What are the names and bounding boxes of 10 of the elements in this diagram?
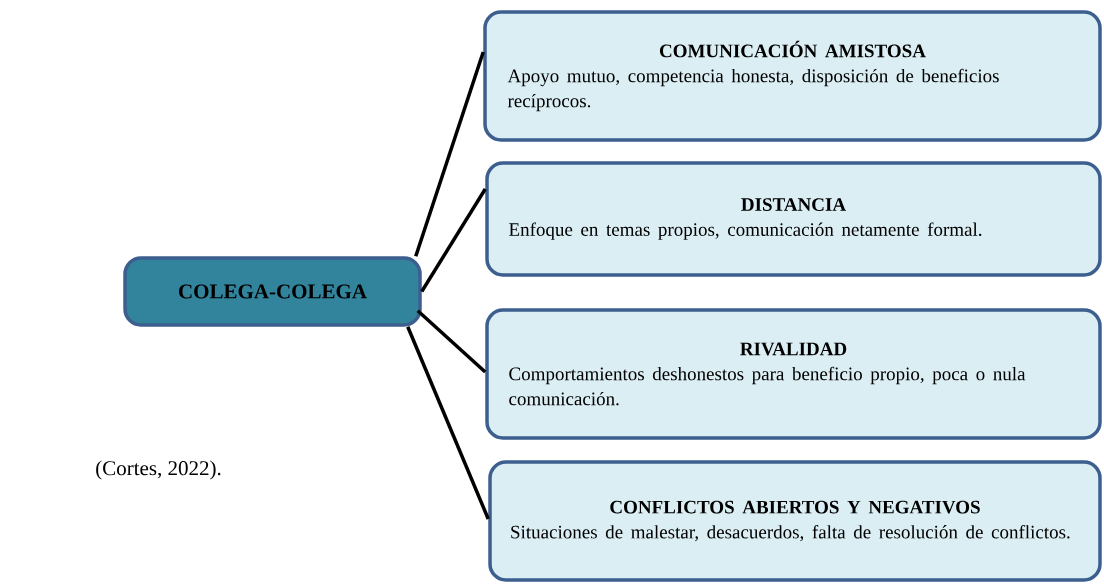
connector-line xyxy=(420,188,487,293)
description-box: RIVALIDAD Comportamientos deshonestos para beneficio propio, poca o nula comunicación. xyxy=(485,308,1102,440)
description-box: COMUNICACIÓN AMISTOSA Apoyo mutuo, competencia honesta, disposición de beneficios recíprocos. xyxy=(483,10,1102,142)
connector-line xyxy=(416,309,487,374)
connector-line xyxy=(414,51,485,257)
central-box: COLEGA-COLEGA xyxy=(123,256,422,327)
connector-line xyxy=(406,326,490,520)
description-box: CONFLICTOS ABIERTOS Y NEGATIVOS Situaciones de malestar, desacuerdos, falta de resolución de conflictos. xyxy=(488,460,1102,582)
citation-text: (Cortes, 2022). xyxy=(96,460,221,480)
description-box: DISTANCIA Enfoque en temas propios, comunicación netamente formal. xyxy=(485,161,1102,277)
